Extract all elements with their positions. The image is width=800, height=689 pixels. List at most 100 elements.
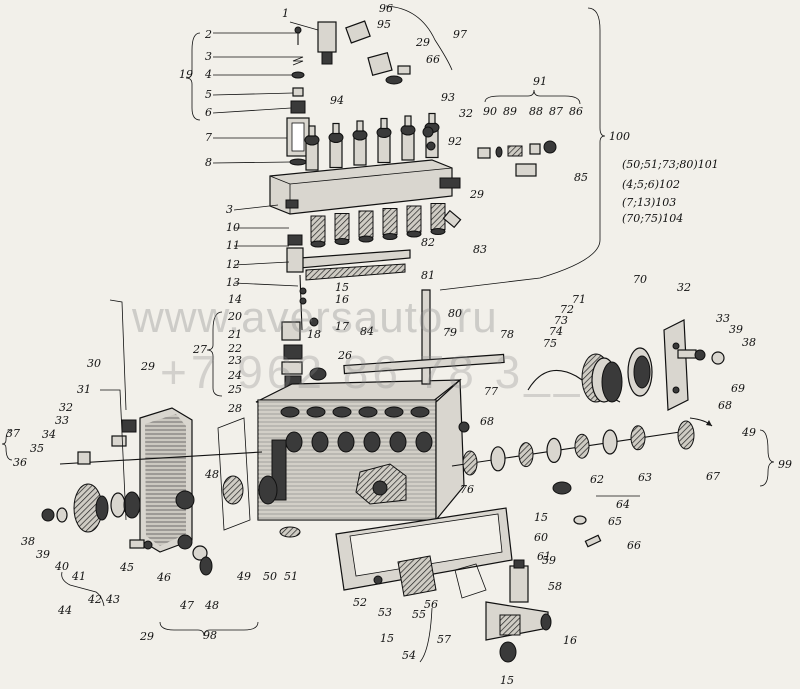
callout-label: 6 — [205, 106, 212, 119]
callout-labels: 1234567831011121314202122232425151617182… — [6, 2, 792, 687]
callout-label: 2 — [204, 28, 212, 41]
callout-label: 39 — [729, 323, 743, 336]
callout-label: 49 — [741, 426, 756, 439]
pump-body — [255, 289, 505, 522]
callout-label: 84 — [360, 325, 374, 338]
callout-label: 28 — [227, 402, 242, 415]
callout-label: 50 — [263, 570, 277, 583]
callout-label: 44 — [57, 604, 72, 617]
callout-label: 59 — [542, 554, 556, 567]
callout-label: 8 — [205, 156, 212, 169]
banjo-fittings — [345, 20, 557, 229]
callout-label: 61 — [537, 550, 551, 563]
element-column — [286, 21, 337, 166]
callout-label: 7 — [205, 131, 212, 144]
drive-coupling — [41, 483, 213, 576]
callout-label: 20 — [227, 310, 242, 323]
callout-label: 69 — [731, 382, 745, 395]
callout-label: 39 — [36, 548, 50, 561]
callout-label: 60 — [534, 531, 548, 544]
callout-label: 64 — [616, 498, 630, 511]
callout-label: 68 — [718, 399, 732, 412]
hand-primer-pump — [485, 559, 552, 663]
callout-label: 48 — [204, 599, 219, 612]
callout-label: 16 — [335, 293, 349, 306]
callout-label: 33 — [716, 312, 730, 325]
callout-label: 15 — [500, 674, 514, 687]
callout-label: 74 — [549, 325, 563, 338]
callout-label: 45 — [119, 561, 134, 574]
callout-label: 73 — [554, 314, 568, 327]
callout-label: 72 — [560, 303, 574, 316]
callout-label: 51 — [284, 570, 298, 583]
bottom-cover — [335, 507, 513, 599]
callout-label: 85 — [574, 171, 588, 184]
callout-label: 95 — [377, 18, 391, 31]
callout-label: 80 — [448, 307, 462, 320]
callout-label: 93 — [441, 91, 455, 104]
callout-label: 66 — [426, 53, 440, 66]
callout-label: 90 — [483, 105, 497, 118]
callout-label: 27 — [192, 343, 207, 356]
callout-label: 18 — [307, 328, 321, 341]
callout-label: 23 — [227, 354, 242, 367]
callout-label: 14 — [228, 293, 242, 306]
callout-label: 32 — [59, 401, 73, 414]
callout-label: 79 — [443, 326, 457, 339]
callout-label: 19 — [179, 68, 193, 81]
rear-cover-assembly — [527, 319, 725, 411]
callout-label: 98 — [203, 629, 217, 642]
callout-label: 33 — [55, 414, 69, 427]
leader-lines-upper — [185, 5, 606, 397]
callout-label: 47 — [179, 599, 194, 612]
callout-label: 42 — [87, 593, 102, 606]
callout-label: 99 — [778, 458, 792, 471]
callout-label: 36 — [13, 456, 27, 469]
callout-label: 16 — [563, 634, 577, 647]
callout-label: 65 — [608, 515, 622, 528]
callout-label: 3 — [205, 50, 212, 63]
callout-label: 52 — [353, 596, 367, 609]
callout-label: 53 — [378, 606, 392, 619]
callout-label: 81 — [421, 269, 435, 282]
callout-label: 54 — [402, 649, 416, 662]
callout-label: 71 — [572, 293, 586, 306]
legend-line-2: (4;5;6)102 — [622, 178, 680, 191]
callout-label: 88 — [529, 105, 543, 118]
callout-label: 43 — [105, 593, 120, 606]
callout-label: 22 — [227, 342, 242, 355]
callout-label: 11 — [226, 239, 240, 252]
callout-label: 1 — [282, 7, 289, 20]
callout-label: 10 — [226, 221, 240, 234]
callout-label: 46 — [156, 571, 171, 584]
callout-label: 76 — [460, 483, 474, 496]
callout-label: 38 — [742, 336, 756, 349]
callout-label: 37 — [6, 427, 20, 440]
callout-label: 83 — [473, 243, 487, 256]
callout-label: 21 — [227, 328, 242, 341]
callout-label: 3 — [226, 203, 233, 216]
callout-label: 15 — [534, 511, 548, 524]
callout-label: 32 — [677, 281, 691, 294]
legend-line-3: (7;13)103 — [622, 196, 676, 209]
callout-label: 29 — [140, 360, 155, 373]
callout-label: 97 — [453, 28, 467, 41]
callout-label: 57 — [437, 633, 451, 646]
callout-label: 15 — [380, 632, 394, 645]
callout-label: 24 — [227, 369, 242, 382]
callout-label: 29 — [469, 188, 484, 201]
callout-label: 75 — [543, 337, 557, 350]
callout-label: 68 — [480, 415, 494, 428]
callout-label: 12 — [226, 258, 240, 271]
callout-label: 96 — [379, 2, 393, 15]
callout-label: 82 — [421, 236, 435, 249]
callout-label: 29 — [415, 36, 430, 49]
camshaft — [451, 417, 713, 548]
callout-label: 13 — [226, 276, 240, 289]
leader-lines-lower — [1, 299, 775, 663]
callout-label: 35 — [30, 442, 44, 455]
legend-line-1: (50;51;73;80)101 — [622, 158, 719, 171]
callout-label: 91 — [533, 75, 547, 88]
